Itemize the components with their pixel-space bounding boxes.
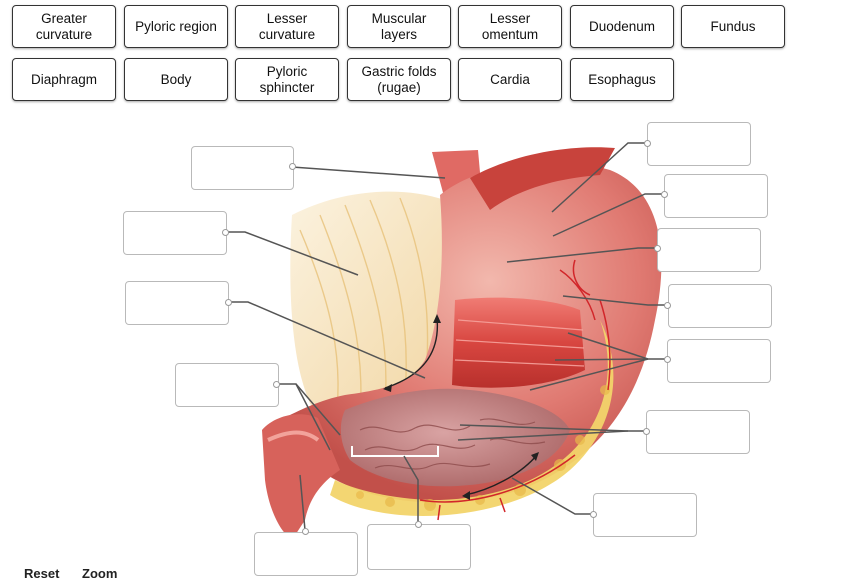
- connector-dot: [222, 229, 229, 236]
- connector-dot: [644, 140, 651, 147]
- term-duodenum[interactable]: Duodenum: [570, 5, 674, 48]
- term-greater-curvature[interactable]: Greater curvature: [12, 5, 116, 48]
- drop-target-11[interactable]: [667, 339, 771, 383]
- term-lesser-curvature[interactable]: Lesser curvature: [235, 5, 339, 48]
- connector-dot: [661, 191, 668, 198]
- drop-target-6[interactable]: [367, 524, 471, 570]
- term-fundus[interactable]: Fundus: [681, 5, 785, 48]
- term-muscular-layers[interactable]: Muscular layers: [347, 5, 451, 48]
- lesser-omentum-shape: [470, 147, 615, 210]
- connector-dot: [302, 528, 309, 535]
- drop-target-5[interactable]: [254, 532, 358, 576]
- connector-dot: [664, 356, 671, 363]
- drop-target-9[interactable]: [657, 228, 761, 272]
- term-diaphragm[interactable]: Diaphragm: [12, 58, 116, 101]
- drop-target-12[interactable]: [646, 410, 750, 454]
- drop-target-2[interactable]: [123, 211, 227, 255]
- drop-target-10[interactable]: [668, 284, 772, 328]
- term-gastric-folds[interactable]: Gastric folds (rugae): [347, 58, 451, 101]
- reset-button[interactable]: Reset: [24, 566, 60, 581]
- drop-target-1[interactable]: [191, 146, 294, 190]
- drop-target-13[interactable]: [593, 493, 697, 537]
- muscle-layers-shape: [452, 297, 585, 388]
- term-pyloric-region[interactable]: Pyloric region: [124, 5, 228, 48]
- term-body[interactable]: Body: [124, 58, 228, 101]
- duodenum-shape: [262, 414, 340, 540]
- drop-target-8[interactable]: [664, 174, 768, 218]
- drop-target-7[interactable]: [647, 122, 751, 166]
- drop-target-4[interactable]: [175, 363, 279, 407]
- connector-dot: [654, 245, 661, 252]
- connector-dot: [415, 521, 422, 528]
- term-esophagus[interactable]: Esophagus: [570, 58, 674, 101]
- connector-dot: [289, 163, 296, 170]
- connector-dot: [643, 428, 650, 435]
- gastric-folds-shape: [340, 388, 570, 487]
- connector-dot: [273, 381, 280, 388]
- connector-dot: [664, 302, 671, 309]
- zoom-button[interactable]: Zoom: [82, 566, 118, 581]
- term-lesser-omentum[interactable]: Lesser omentum: [458, 5, 562, 48]
- term-cardia[interactable]: Cardia: [458, 58, 562, 101]
- term-pyloric-sphincter[interactable]: Pyloric sphincter: [235, 58, 339, 101]
- connector-dot: [590, 511, 597, 518]
- connector-dot: [225, 299, 232, 306]
- drop-target-3[interactable]: [125, 281, 229, 325]
